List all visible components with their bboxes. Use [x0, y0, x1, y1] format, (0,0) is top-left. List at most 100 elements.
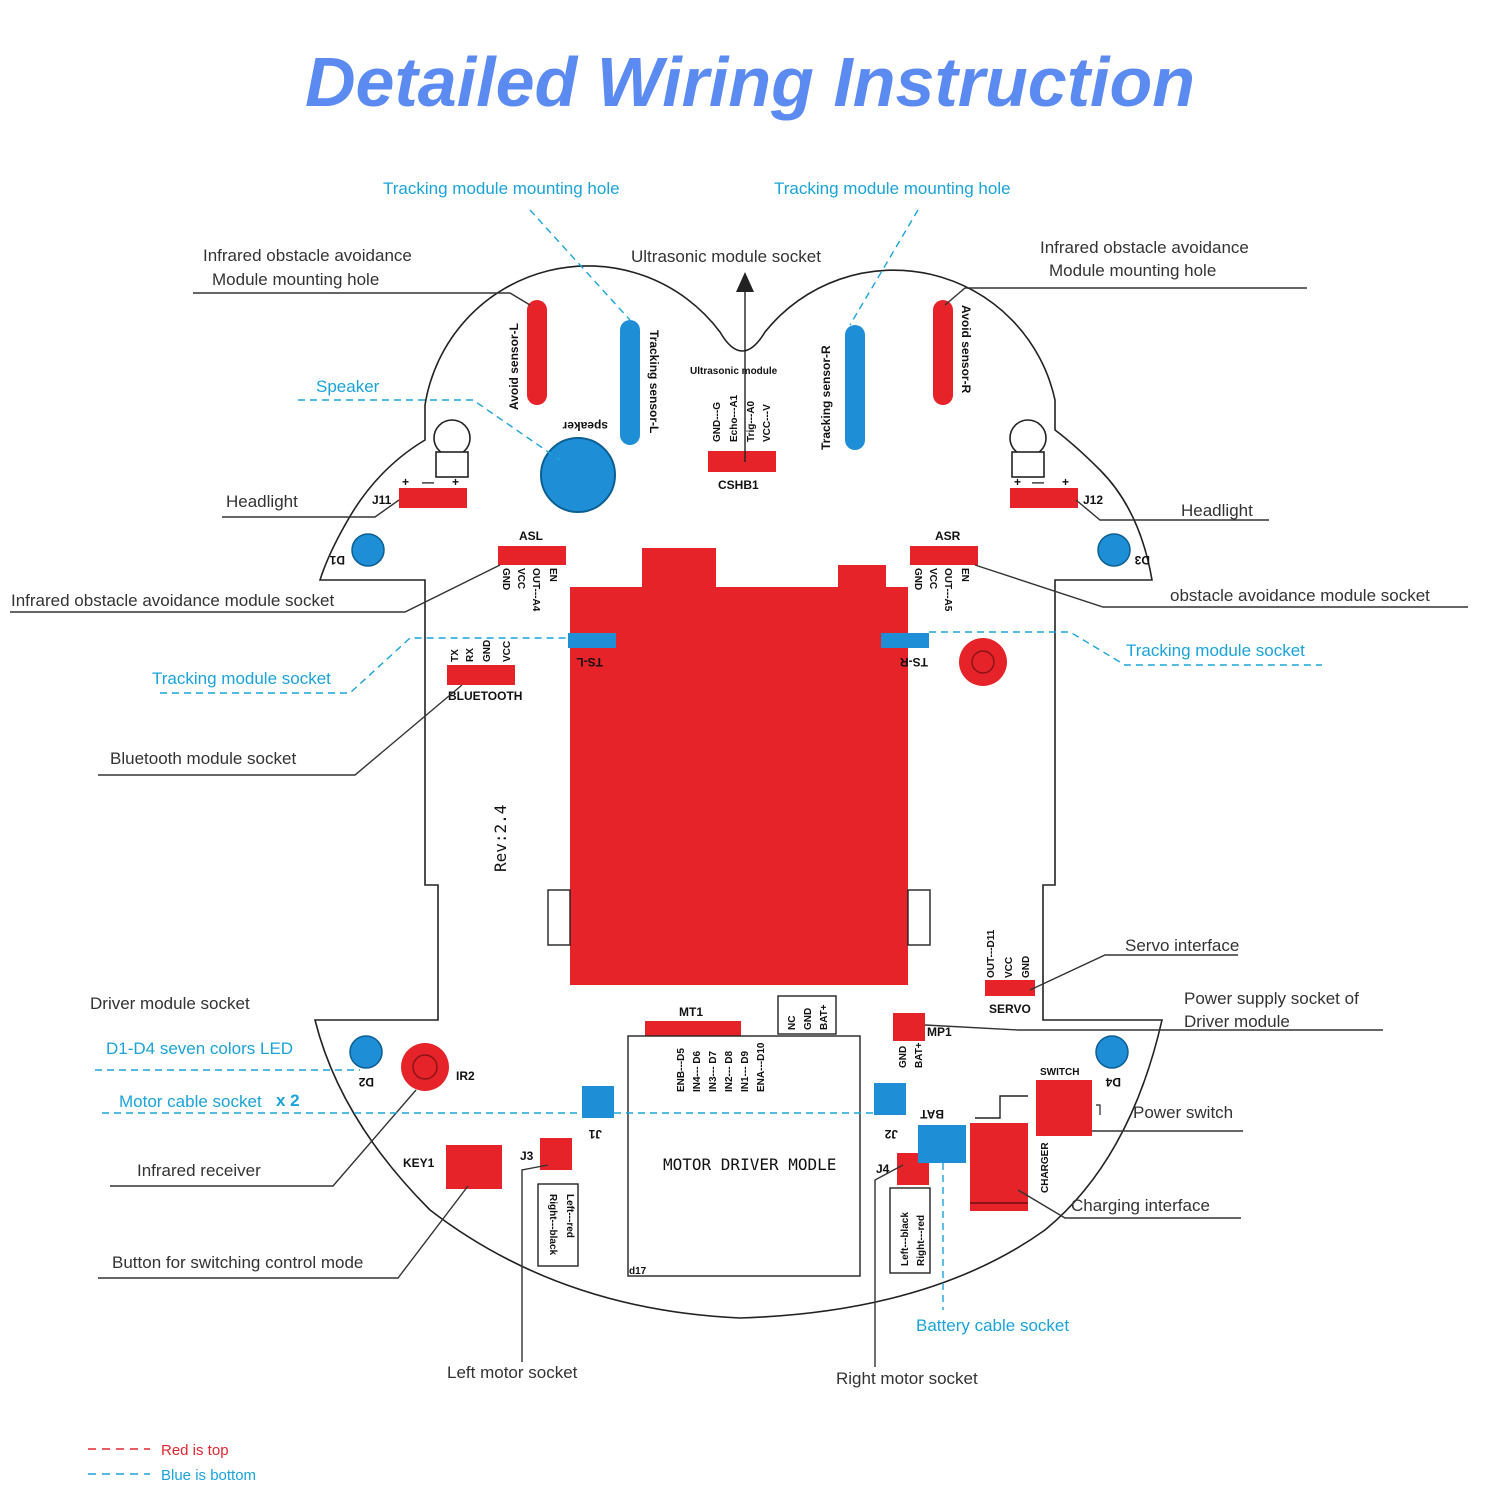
- servo-pin-labels: OUT---D11 VCC GND: [986, 929, 1032, 978]
- callout-charging: Charging interface: [1071, 1196, 1210, 1215]
- led-d4-icon: [1095, 1035, 1129, 1069]
- bluetooth-text: BLUETOOTH: [448, 689, 522, 703]
- us-pin-vcc: VCC---V: [762, 404, 773, 442]
- servo-socket: [985, 980, 1035, 996]
- mt1-text: MT1: [679, 1005, 703, 1019]
- j12-socket: [1010, 488, 1078, 508]
- callout-mode-button: Button for switching control mode: [112, 1253, 363, 1272]
- battery-socket: [918, 1125, 966, 1163]
- charger-text: CHARGER: [1040, 1142, 1051, 1193]
- callout-ultrasonic-socket: Ultrasonic module socket: [631, 247, 821, 266]
- charger-socket: [970, 1123, 1028, 1211]
- bt-pin-gnd: GND: [482, 640, 493, 662]
- callout-tracking-socket-r: Tracking module socket: [1126, 641, 1305, 660]
- callout-speaker: Speaker: [316, 377, 380, 396]
- mt1-pin-in4: IN4--- D6: [692, 1050, 703, 1092]
- callout-ir-hole-l-1: Infrared obstacle avoidance: [203, 246, 412, 265]
- mt1-pin-in3: IN3--- D7: [708, 1050, 719, 1092]
- leader-lines-dashed: [95, 209, 1322, 1310]
- mt1-pin-enb: ENB---D5: [676, 1048, 687, 1092]
- ts-l-text: TS-L: [576, 655, 603, 669]
- j2-text: J2: [884, 1127, 898, 1141]
- tracking-sensor-l-text: Tracking sensor-L: [647, 330, 661, 433]
- j12-minus: —: [1032, 475, 1044, 489]
- motor-driver-module: [627, 1035, 861, 1277]
- servo-pin-vcc: VCC: [1004, 957, 1015, 978]
- j3-socket: [540, 1138, 572, 1170]
- asl-socket: [498, 546, 566, 565]
- callout-power-switch: Power switch: [1133, 1103, 1233, 1122]
- asr-socket: [910, 546, 978, 565]
- callout-driver-socket: Driver module socket: [90, 994, 250, 1013]
- switch-text: SWITCH: [1040, 1067, 1079, 1078]
- d2-text: D2: [358, 1075, 374, 1089]
- mt1-pin-ena: ENA---D10: [756, 1042, 767, 1092]
- us-pin-echo: Echo---A1: [729, 394, 740, 442]
- bt-pin-rx: RX: [465, 648, 476, 662]
- callout-led: D1-D4 seven colors LED: [106, 1039, 293, 1058]
- asr-pin-gnd: GND: [912, 568, 923, 590]
- callout-servo-interface: Servo interface: [1125, 936, 1239, 955]
- j1-socket: [582, 1086, 614, 1118]
- servo-pin-out: OUT---D11: [986, 929, 997, 978]
- mp1-socket: [893, 1013, 925, 1041]
- d3-text: D3: [1134, 553, 1150, 567]
- j3-text: J3: [520, 1149, 534, 1163]
- tracking-sensor-r-text: Tracking sensor-R: [819, 345, 833, 450]
- d17-text: d17: [629, 1266, 647, 1277]
- speaker-board-text: speaker: [562, 419, 608, 433]
- bt-pin-vcc: VCC: [502, 641, 513, 662]
- mp1-pin-bat: BAT+: [914, 1042, 925, 1068]
- asl-pin-en: EN: [547, 568, 558, 582]
- us-pin-gnd: GND---G: [712, 402, 723, 442]
- ir2-text: IR2: [456, 1069, 475, 1083]
- left-motor-note-box: [537, 1183, 579, 1267]
- pwr-pin-nc: NC: [787, 1016, 798, 1030]
- right-motor-note-1: Left---black: [900, 1212, 911, 1266]
- ir-receiver-icon: [401, 1043, 449, 1091]
- pwr-pin-gnd: GND: [803, 1008, 814, 1030]
- callout-power-supply-2: Driver module: [1184, 1012, 1290, 1031]
- j11-minus: —: [422, 475, 434, 489]
- callout-motor-cable: Motor cable socket: [119, 1092, 262, 1111]
- ultrasonic-socket: [708, 451, 776, 472]
- us-pin-trig: Trig---A0: [746, 400, 757, 442]
- switch-trace: [975, 1095, 1028, 1119]
- left-motor-note-2: Right---black: [547, 1194, 558, 1256]
- asl-pin-labels: GND VCC OUT---A4 EN: [500, 568, 558, 612]
- switch-mark: [1096, 1104, 1101, 1115]
- callout-ir-receiver: Infrared receiver: [137, 1161, 261, 1180]
- asr-text: ASR: [935, 529, 961, 543]
- d4-text: D4: [1105, 1075, 1121, 1089]
- asl-pin-out: OUT---A4: [530, 568, 541, 612]
- legend-red-text: Red is top: [161, 1442, 229, 1459]
- knob-icon: [959, 638, 1007, 686]
- bluetooth-socket: [447, 665, 515, 685]
- callout-ir-hole-r-1: Infrared obstacle avoidance: [1040, 238, 1249, 257]
- power-pin-box: [777, 995, 837, 1035]
- cshb1-text: CSHB1: [718, 478, 759, 492]
- tracking-sensor-r-slot: [845, 325, 865, 450]
- mt1-pin-in2: IN2--- D8: [724, 1050, 735, 1092]
- callout-headlight-r: Headlight: [1181, 501, 1253, 520]
- j4-text: J4: [876, 1162, 890, 1176]
- main-controller-board: [547, 548, 931, 985]
- ultrasonic-board-text: Ultrasonic module: [690, 366, 778, 377]
- avoid-sensor-l-slot: [527, 300, 547, 405]
- callout-ir-hole-l-2: Module mounting hole: [212, 270, 379, 289]
- asl-pin-vcc: VCC: [515, 568, 526, 589]
- asr-pin-labels: GND VCC OUT---A5 EN: [912, 568, 970, 612]
- j2-socket: [874, 1083, 906, 1115]
- asl-text: ASL: [519, 529, 543, 543]
- j11-plus: +: [402, 475, 409, 489]
- ts-l-socket: [568, 633, 616, 648]
- bt-pin-labels: TX RX GND VCC: [450, 640, 513, 662]
- ultrasonic-pin-labels: GND---G Echo---A1 Trig---A0 VCC---V: [712, 394, 773, 442]
- j11-plus-2: +: [452, 475, 459, 489]
- j1-text: J1: [588, 1127, 602, 1141]
- board-outline: [313, 265, 1164, 1319]
- callout-battery-socket: Battery cable socket: [916, 1316, 1069, 1335]
- asr-pin-en: EN: [959, 568, 970, 582]
- servo-text: SERVO: [989, 1002, 1031, 1016]
